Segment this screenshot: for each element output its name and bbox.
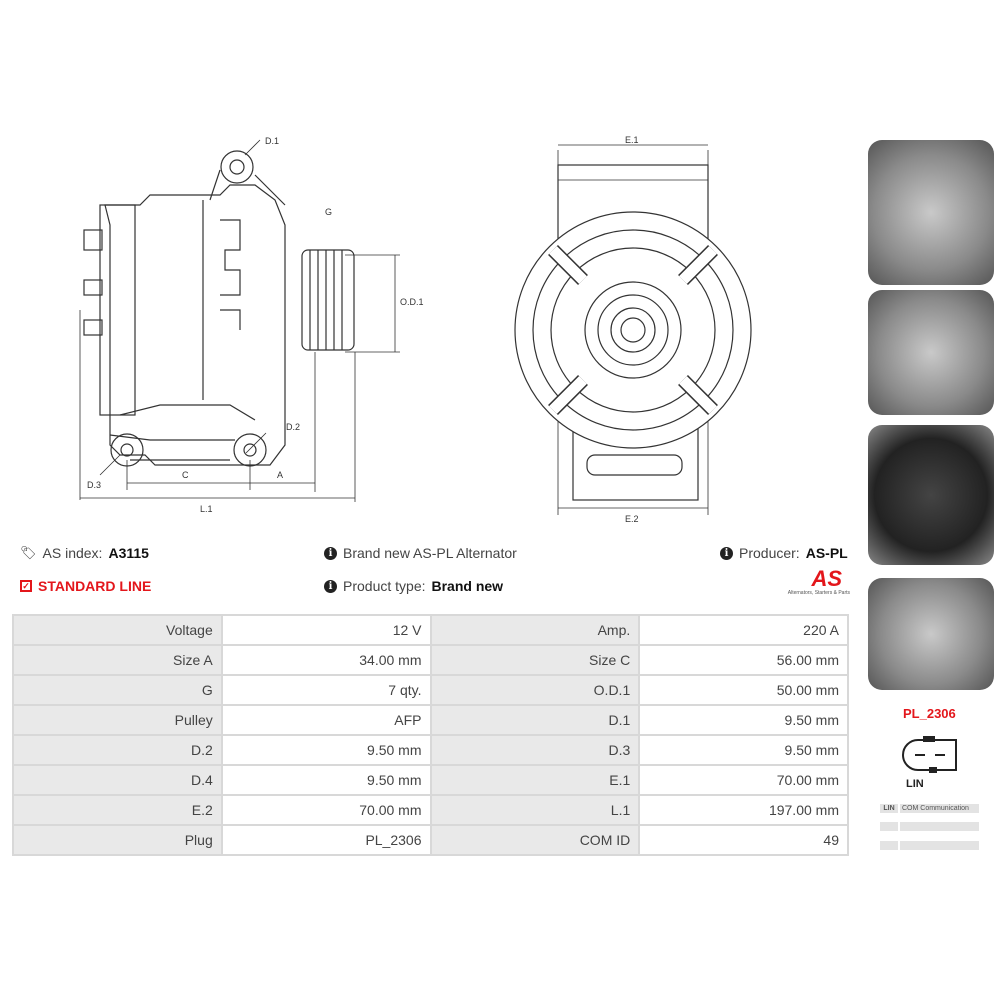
- as-index-label: AS index:: [42, 545, 103, 561]
- spec-label: Amp.: [431, 616, 639, 644]
- product-type-value: Brand new: [431, 578, 504, 594]
- front-view-drawing: E.1 E.2: [514, 135, 752, 524]
- spec-label: D.3: [431, 736, 639, 764]
- plug-connector-icon: [902, 736, 957, 773]
- legend-empty: [880, 822, 898, 831]
- spec-value: 220 A: [640, 616, 847, 644]
- checkbox-icon: ✓: [20, 580, 32, 592]
- spec-label: Size C: [431, 646, 639, 674]
- spec-label: G: [14, 676, 221, 704]
- plug-type: LIN: [906, 778, 924, 790]
- producer-label: Producer:: [739, 545, 800, 561]
- spec-value: 50.00 mm: [640, 676, 847, 704]
- spec-value: 56.00 mm: [640, 646, 847, 674]
- label-od1: O.D.1: [400, 297, 424, 307]
- legend-key: LIN: [880, 804, 898, 813]
- tag-icon: 🏷: [20, 545, 37, 560]
- spec-label: Pulley: [14, 706, 221, 734]
- label-c: C: [182, 470, 189, 480]
- spec-label: L.1: [431, 796, 639, 824]
- spec-label: O.D.1: [431, 676, 639, 704]
- spec-label: Plug: [14, 826, 221, 854]
- spec-label: E.1: [431, 766, 639, 794]
- product-type: i Product type: Brand new: [324, 578, 503, 594]
- spec-label: Voltage: [14, 616, 221, 644]
- description-text: Brand new AS-PL Alternator: [343, 545, 517, 561]
- label-a: A: [277, 470, 283, 480]
- spec-label: D.1: [431, 706, 639, 734]
- label-e2: E.2: [625, 514, 639, 524]
- spec-label: E.2: [14, 796, 221, 824]
- plug-code: PL_2306: [903, 706, 956, 721]
- product-photo-side: [868, 290, 994, 415]
- description: i Brand new AS-PL Alternator: [324, 545, 517, 561]
- label-e1: E.1: [625, 135, 639, 145]
- legend-empty: [880, 841, 898, 850]
- side-view-drawing: D.1 G O.D.1 D.2 D.3 C A L.1: [79, 136, 424, 514]
- logo-mark: AS: [811, 566, 842, 591]
- producer-value: AS-PL: [805, 545, 848, 561]
- spec-label: D.4: [14, 766, 221, 794]
- product-photo-angle: [868, 578, 994, 690]
- spec-value: 9.50 mm: [640, 736, 847, 764]
- standard-line-label: STANDARD LINE: [38, 578, 152, 594]
- logo-tagline: Alternators, Starters & Parts: [787, 590, 850, 596]
- legend-empty: [900, 822, 979, 831]
- brand-logo: AS Alternators, Starters & Parts: [760, 566, 850, 597]
- spec-value: 9.50 mm: [222, 766, 430, 794]
- spec-value: PL_2306: [222, 826, 430, 854]
- label-l1: L.1: [200, 504, 213, 514]
- spec-value: 70.00 mm: [222, 796, 430, 824]
- product-photo-front: [868, 140, 994, 285]
- label-d2: D.2: [286, 422, 300, 432]
- info-icon: i: [324, 579, 337, 593]
- spec-value: 7 qty.: [222, 676, 430, 704]
- label-d1: D.1: [265, 136, 279, 146]
- spec-value: 197.00 mm: [640, 796, 847, 824]
- product-type-label: Product type:: [343, 578, 426, 594]
- info-icon: i: [720, 546, 733, 560]
- spec-value: 34.00 mm: [222, 646, 430, 674]
- spec-label: Size A: [14, 646, 221, 674]
- spec-value: 70.00 mm: [640, 766, 847, 794]
- legend-empty: [900, 841, 979, 850]
- spec-value: 49: [640, 826, 847, 854]
- as-index-value: A3115: [108, 545, 149, 561]
- label-d3: D.3: [87, 480, 101, 490]
- spec-value: 9.50 mm: [222, 736, 430, 764]
- spec-value: 9.50 mm: [640, 706, 847, 734]
- spec-value: 12 V: [222, 616, 430, 644]
- spec-value: AFP: [222, 706, 430, 734]
- as-index: 🏷 AS index: A3115: [20, 545, 149, 561]
- legend-value: COM Communication: [900, 804, 979, 813]
- info-icon: i: [324, 546, 337, 560]
- spec-label: COM ID: [431, 826, 639, 854]
- spec-label: D.2: [14, 736, 221, 764]
- label-g: G: [325, 207, 332, 217]
- producer: i Producer: AS-PL: [720, 545, 848, 561]
- standard-line: ✓ STANDARD LINE: [20, 578, 151, 594]
- product-photo-rear: [868, 425, 994, 565]
